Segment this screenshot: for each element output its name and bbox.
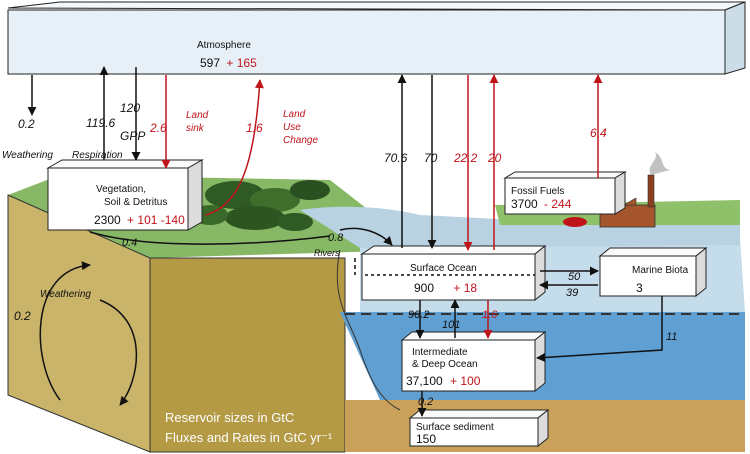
vegetation-values: 2300 + 101 -140 (94, 213, 185, 227)
atmosphere-stock: 597 (200, 56, 220, 70)
weathering-atm-value: 0.2 (18, 117, 35, 131)
land-sink-value: 2.6 (149, 121, 167, 135)
land-use-value: 1.6 (246, 121, 263, 135)
ocean-uptake-value: 70 (424, 151, 438, 165)
surface-deep-value: 90.2 (408, 309, 429, 321)
rivers-value: 0.8 (328, 232, 344, 244)
biota-deep-arrow (536, 296, 663, 362)
surface-ocean-box (360, 244, 547, 302)
flux-arrows (27, 66, 663, 417)
atmosphere-change: + 165 (226, 56, 257, 70)
sediment-box (408, 408, 550, 448)
fossil-fuels-values: 3700 - 244 (511, 197, 572, 211)
surface-ocean-name: Surface Ocean (410, 263, 477, 274)
atmosphere-name: Atmosphere (197, 40, 251, 51)
deep-ocean-box (400, 330, 547, 393)
land-river-arrow (89, 231, 331, 245)
deep-surface-value: 101 (442, 319, 460, 331)
vegetation-name-2: Soil & Detritus (104, 197, 167, 208)
deep-ocean-name-1: Intermediate (412, 347, 468, 358)
vegetation-stock: 2300 (94, 213, 121, 227)
fossil-fuels-box (503, 171, 627, 215)
sediment-name: Surface sediment (416, 422, 494, 433)
land-sink-label-1: Land (186, 110, 209, 121)
fossil-fuels-name: Fossil Fuels (511, 186, 564, 197)
deep-ocean-change: + 100 (450, 374, 481, 388)
gpp-value: 120 (120, 101, 140, 115)
marine-biota-box (598, 246, 708, 298)
surface-biota-value: 50 (568, 271, 581, 283)
anthro-outgas-value: 20 (487, 151, 502, 165)
weathering-ground-value: 0.2 (14, 309, 31, 323)
land-use-label-1: Land (283, 109, 306, 120)
biota-surface-value: 39 (566, 287, 578, 299)
land-use-label-2: Use (283, 122, 301, 133)
respiration-value: 119.6 (86, 116, 115, 130)
sediment-stock: 150 (416, 432, 436, 446)
vegetation-box (46, 159, 204, 231)
marine-biota-name: Marine Biota (632, 265, 689, 276)
weathering-atm-label: Weathering (2, 150, 53, 161)
fossil-fuels-stock: 3700 (511, 197, 538, 211)
respiration-label: Respiration (72, 150, 123, 161)
marine-biota-stock: 3 (636, 281, 643, 295)
land-use-label-3: Change (283, 135, 318, 146)
car-icon (563, 217, 587, 227)
atmosphere-slab (7, 1, 746, 75)
fossil-fuels-change: - 244 (544, 197, 572, 211)
rivers-label: Rivers (314, 248, 340, 258)
deep-ocean-stock: 37,100 (406, 374, 443, 388)
legend-line-1: Reservoir sizes in GtC (165, 410, 294, 425)
weathering-ground-arrow-left (39, 261, 91, 401)
weathering-ground-arrow-right (99, 299, 138, 406)
deep-ocean-values: 37,100 + 100 (406, 374, 481, 388)
ocean-outgas-value: 70.6 (384, 151, 408, 165)
legend-line-2: Fluxes and Rates in GtC yr⁻¹ (165, 430, 333, 445)
biota-deep-value: 11 (666, 331, 677, 343)
atmosphere-values: 597 + 165 (200, 56, 257, 70)
fossil-emission-value: 6.4 (590, 126, 607, 140)
land-sink-label-2: sink (186, 123, 205, 134)
anthro-deep-value: 1.6 (482, 309, 498, 321)
gpp-label: GPP (120, 129, 145, 143)
surface-water (300, 206, 740, 248)
surface-ocean-change: + 18 (453, 281, 477, 295)
vegetation-name-1: Vegetation, (96, 184, 146, 195)
deep-ocean-name-2: & Deep Ocean (412, 359, 478, 370)
surface-ocean-stock: 900 (414, 281, 434, 295)
rivers-arrow (339, 227, 393, 246)
deep-sediment-value: 0.2 (418, 396, 433, 408)
surface-ocean-values: 900 + 18 (414, 281, 477, 295)
vegetation-change: + 101 -140 (127, 213, 185, 227)
anthro-uptake-value: 22.2 (453, 151, 478, 165)
land-river-value: 0.4 (122, 237, 137, 249)
land-use-arrow (204, 79, 264, 216)
weathering-ground-label: Weathering (40, 289, 91, 300)
